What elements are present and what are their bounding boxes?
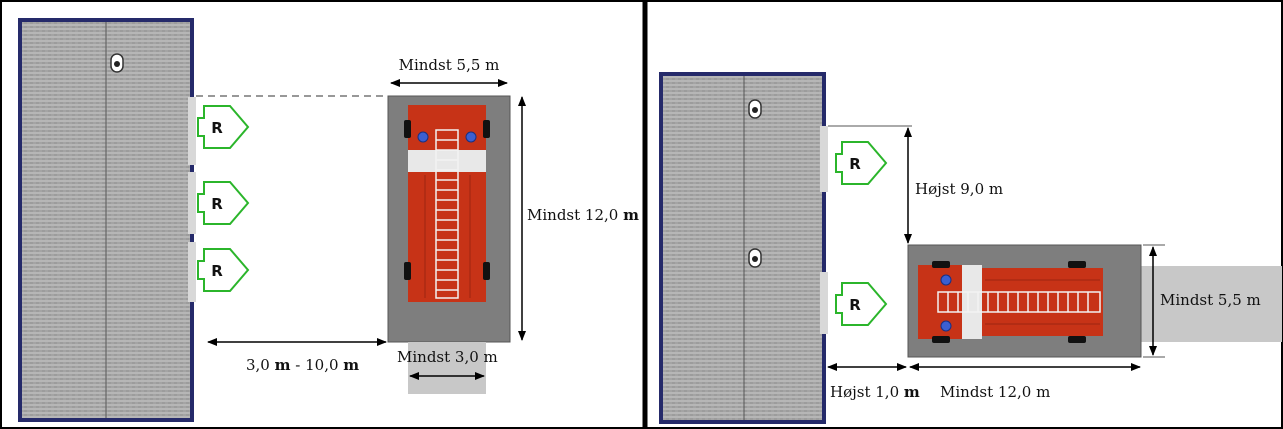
right-access-road [1141, 266, 1282, 342]
gap-label: Højst 1,0 m [830, 383, 920, 401]
r-sign-letter: R [849, 296, 861, 314]
rescue-point-r-icon: R [197, 248, 249, 292]
wheel-icon [483, 262, 490, 280]
wheel-icon [404, 262, 411, 280]
r-sign-letter: R [211, 262, 223, 280]
left-fire-truck [404, 105, 490, 302]
lamp-icon [940, 320, 952, 332]
left-building [18, 18, 196, 422]
wheel-icon [932, 261, 950, 268]
wheel-icon [1068, 336, 1086, 343]
lamp-icon [748, 248, 762, 268]
right-building [659, 72, 828, 424]
distance-label: 3,0 m - 10,0 m [246, 356, 359, 374]
left-access-road [408, 342, 486, 394]
lamp-icon [465, 131, 477, 143]
length-label: Mindst 12,0 m [527, 206, 639, 224]
wheel-icon [483, 120, 490, 138]
r-sign-letter: R [211, 119, 223, 137]
lamp-icon [940, 274, 952, 286]
access-label: Mindst 3,0 m [397, 348, 498, 366]
r-sign-letter: R [211, 195, 223, 213]
rescue-point-r-icon: R [197, 105, 249, 149]
left-diagram: R R R [18, 18, 639, 422]
wheel-icon [404, 120, 411, 138]
wheel-icon [1068, 261, 1086, 268]
width-label: Mindst 5,5 m [399, 56, 500, 74]
rescue-point-r-icon: R [197, 181, 249, 225]
right-fire-truck [918, 261, 1103, 343]
length-label: Mindst 12,0 m [940, 383, 1050, 401]
width-label: Mindst 5,5 m [1160, 291, 1261, 309]
lamp-icon [417, 131, 429, 143]
wheel-icon [932, 336, 950, 343]
right-diagram: R R [659, 72, 1282, 424]
lamp-icon [748, 99, 762, 119]
rescue-point-r-icon: R [835, 141, 887, 185]
rescue-point-r-icon: R [835, 282, 887, 326]
lamp-icon [110, 53, 124, 73]
max-distance-label: Højst 9,0 m [915, 180, 1003, 198]
r-sign-letter: R [849, 155, 861, 173]
